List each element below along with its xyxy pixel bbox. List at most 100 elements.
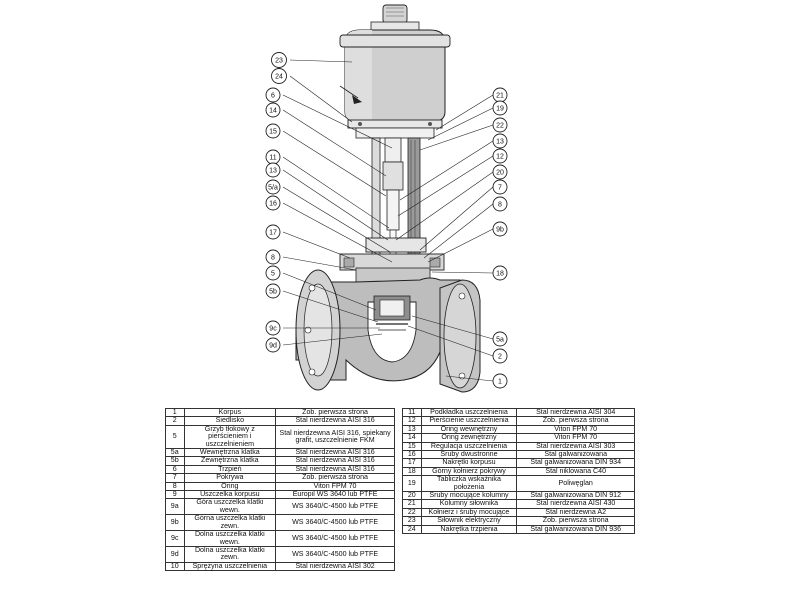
part-name-cell: Kolumny siłownika (420, 499, 518, 509)
callout-14: 14 (265, 102, 281, 118)
svg-text:5/a: 5/a (268, 185, 278, 192)
part-material-cell: Stal galwanizowana DIN 912 (516, 491, 635, 501)
callout-6: 6 (265, 87, 281, 103)
part-number-cell: 7 (165, 473, 185, 483)
part-material-cell: Stal nierdzewna AISI 302 (275, 561, 395, 572)
svg-text:5: 5 (271, 271, 275, 278)
part-name-cell: Dolna uszczelka klatki zewn. (183, 545, 277, 563)
leader-lines-left (282, 59, 393, 346)
part-number-cell: 5b (165, 456, 185, 466)
leader-lines-right (395, 94, 494, 382)
callout-5a-right: 5a (492, 331, 508, 347)
part-name-cell: Oring zewnętrzny (420, 433, 518, 443)
part-name-cell: Grzyb tłokowy z pierścieniem i uszczelni… (183, 424, 277, 450)
svg-text:9d: 9d (269, 343, 277, 350)
svg-text:23: 23 (275, 58, 283, 65)
svg-text:16: 16 (269, 201, 277, 208)
part-material-cell: Viton FPM 70 (275, 481, 395, 492)
svg-text:6: 6 (271, 93, 275, 100)
svg-text:20: 20 (496, 170, 504, 177)
part-material-cell: Zob. pierwsza strona (516, 516, 635, 526)
actuator-knob (370, 4, 420, 31)
part-number-cell: 11 (402, 407, 422, 418)
callout-21: 21 (492, 87, 508, 103)
svg-text:9c: 9c (269, 326, 277, 333)
callout-24: 24 (271, 68, 287, 84)
part-number-cell: 9c (165, 530, 185, 547)
part-material-cell: Poliwęglan (516, 475, 635, 493)
callout-17: 17 (265, 224, 281, 240)
part-name-cell: Siedlisko (183, 416, 277, 426)
callouts-left: 23 24 6 14 15 11 13 5/a 16 17 8 5 5b 9c … (265, 52, 287, 353)
callout-22: 22 (492, 117, 508, 133)
part-number-cell: 1 (165, 407, 185, 418)
part-material-cell: Europil WS 3640 lub PTFE (275, 490, 395, 500)
callout-5: 5 (265, 265, 281, 281)
part-number-cell: 17 (402, 458, 422, 468)
svg-text:15: 15 (269, 129, 277, 136)
svg-text:19: 19 (496, 106, 504, 113)
callout-8-right: 8 (492, 196, 508, 212)
part-name-cell: Oring wewnętrzny (420, 424, 518, 435)
part-name-cell: Nakrętka trzpienia (420, 524, 518, 535)
part-material-cell: Zob. pierwsza strona (516, 416, 635, 426)
callouts-right: 21 19 22 13 12 20 7 8 9b 18 5a 2 1 (492, 87, 508, 389)
part-number-cell: 9b (165, 514, 185, 532)
callout-23: 23 (271, 52, 287, 68)
callout-15: 15 (265, 123, 281, 139)
callout-1: 1 (492, 373, 508, 389)
callout-9b: 9b (492, 221, 508, 237)
part-material-cell: WS 3640/C-4500 lub PTFE (275, 530, 395, 547)
part-material-cell: Stal niklowana C40 (516, 466, 635, 477)
callout-5b: 5b (265, 283, 281, 299)
part-name-cell: Oring (183, 481, 277, 492)
part-material-cell: Viton FPM 70 (516, 433, 635, 443)
part-name-cell: Górna uszczelka klatki zewn. (183, 514, 277, 532)
callout-7: 7 (492, 179, 508, 195)
part-name-cell: Tabliczka wskaźnika położenia (420, 475, 518, 493)
part-material-cell: Zob. pierwsza strona (275, 473, 395, 483)
part-material-cell: Stal nierdzewna AISI 304 (516, 407, 635, 418)
part-name-cell: Dolna uszczelka klatki wewn. (183, 530, 277, 547)
part-material-cell: Stal nierdzewna AISI 316 (275, 448, 395, 458)
part-number-cell: 9a (165, 498, 185, 516)
svg-text:5a: 5a (496, 337, 504, 344)
part-number-cell: 22 (402, 507, 422, 518)
part-name-cell: Góra uszczelka klatki wewn. (183, 498, 277, 516)
svg-text:11: 11 (269, 155, 276, 162)
callout-12: 12 (492, 148, 508, 164)
part-name-cell: Zewnętrzna klatka (183, 456, 277, 466)
part-name-cell: Kołnierz i śruby mocujące (420, 507, 518, 518)
part-name-cell: Nakrętki korpusu (420, 458, 518, 468)
bonnet (339, 237, 445, 283)
part-number-cell: 23 (402, 516, 422, 526)
part-material-cell: WS 3640/C-4500 lub PTFE (275, 514, 395, 532)
callout-13-right: 13 (492, 133, 508, 149)
part-number-cell: 12 (402, 416, 422, 426)
part-material-cell: Stal galwanizowana DIN 934 (516, 458, 635, 468)
part-number-cell: 6 (165, 464, 185, 475)
part-name-cell: Pokrywa (183, 473, 277, 483)
part-number-cell: 20 (402, 491, 422, 501)
part-material-cell: Stal nierdzewna AISI 316 (275, 456, 395, 466)
